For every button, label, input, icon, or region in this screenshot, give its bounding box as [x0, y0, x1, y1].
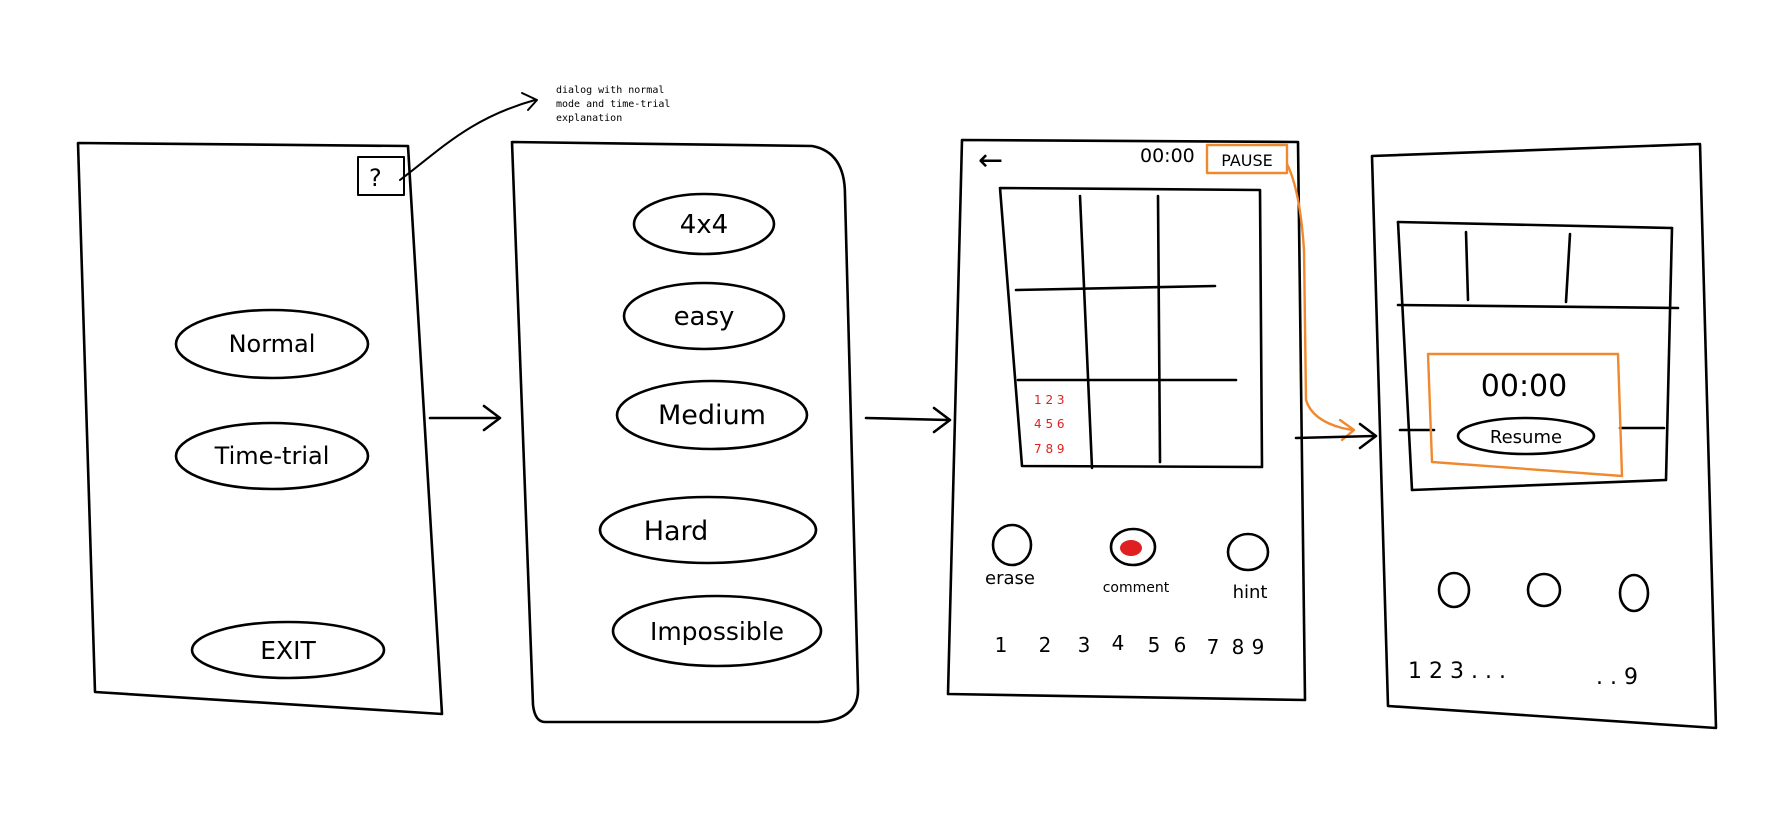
screen-mode-select: ? Normal Time-trial EXIT [76, 141, 444, 716]
hint-button[interactable]: hint [1226, 532, 1270, 603]
screen-game-board: ← 00:00 PAUSE 1 2 3 4 5 6 7 8 9 erase co… [946, 138, 1307, 702]
hard-button[interactable]: Hard [598, 495, 818, 565]
erase-label: erase [985, 568, 1035, 589]
exit-button[interactable]: EXIT [190, 620, 386, 680]
notes-row-1: 1 2 3 [1034, 393, 1065, 407]
hint-label: hint [1233, 582, 1268, 603]
explanation-note: dialog with normal mode and time-trial e… [556, 85, 670, 124]
4x4-button[interactable]: 4x4 [632, 192, 776, 256]
screen-paused: 00:00 Resume 1 2 3 . . . . . 9 [1370, 142, 1718, 730]
impossible-label: Impossible [650, 617, 784, 646]
numbers-start: 1 2 3 . . . [1408, 659, 1506, 684]
number-5[interactable]: 5 [1148, 633, 1161, 657]
note-line-3: explanation [556, 113, 622, 124]
flow-arrow-3 [1294, 422, 1378, 450]
comment-button-placeholder[interactable] [1526, 572, 1562, 608]
paused-timer: 00:00 [1481, 369, 1567, 404]
resume-button[interactable]: Resume [1456, 416, 1596, 456]
number-6[interactable]: 6 [1174, 633, 1187, 657]
comment-button[interactable]: comment [1103, 527, 1170, 596]
easy-button[interactable]: easy [622, 281, 786, 351]
numbers-end: . . 9 [1596, 665, 1638, 690]
phone-frame [76, 141, 444, 716]
number-8[interactable]: 8 [1232, 635, 1245, 659]
pause-label: PAUSE [1221, 151, 1273, 170]
screen-difficulty-select: 4x4 easy Medium Hard Impossible [510, 140, 860, 724]
normal-button[interactable]: Normal [174, 308, 370, 380]
dimmed-grid [1396, 220, 1680, 492]
tool-buttons [1437, 571, 1650, 613]
number-2[interactable]: 2 [1039, 633, 1052, 657]
sudoku-grid[interactable] [998, 186, 1264, 470]
number-pad-collapsed: 1 2 3 . . . . . 9 [1408, 659, 1638, 690]
flow-arrow-1 [428, 404, 502, 432]
pause-dialog: 00:00 Resume [1426, 352, 1624, 478]
back-button[interactable]: ← [978, 143, 1003, 178]
erase-button[interactable]: erase [985, 523, 1035, 589]
phone-frame [1370, 142, 1718, 730]
notes-row-3: 7 8 9 [1034, 442, 1065, 456]
number-9[interactable]: 9 [1252, 635, 1265, 659]
resume-label: Resume [1490, 427, 1562, 448]
timer-display: 00:00 [1140, 145, 1195, 167]
number-3[interactable]: 3 [1078, 633, 1091, 657]
time-trial-button[interactable]: Time-trial [174, 421, 370, 491]
normal-label: Normal [229, 330, 316, 358]
medium-label: Medium [658, 400, 766, 431]
pause-flow-connector [1285, 162, 1356, 442]
cell-notes: 1 2 3 4 5 6 7 8 9 [1034, 393, 1065, 456]
back-arrow-icon: ← [978, 143, 1003, 178]
4x4-label: 4x4 [680, 210, 728, 240]
hint-button-placeholder[interactable] [1618, 573, 1650, 613]
impossible-button[interactable]: Impossible [611, 594, 823, 668]
notes-row-2: 4 5 6 [1034, 417, 1065, 431]
phone-frame [946, 138, 1307, 702]
phone-frame [510, 140, 860, 724]
medium-button[interactable]: Medium [615, 379, 809, 451]
note-line-1: dialog with normal [556, 85, 664, 96]
number-pad[interactable]: 1 2 3 4 5 6 7 8 9 [995, 631, 1265, 659]
time-trial-label: Time-trial [214, 442, 330, 470]
number-7[interactable]: 7 [1207, 635, 1220, 659]
flow-arrow-2 [864, 406, 952, 434]
easy-label: easy [674, 302, 735, 332]
pause-button[interactable]: PAUSE [1205, 143, 1289, 175]
exit-label: EXIT [260, 636, 316, 665]
help-icon: ? [369, 164, 382, 192]
number-1[interactable]: 1 [995, 633, 1008, 657]
help-dialog-arrow [399, 92, 538, 181]
help-button[interactable]: ? [357, 156, 405, 196]
comment-active-dot [1120, 540, 1142, 556]
comment-label: comment [1103, 580, 1170, 596]
hard-label: Hard [644, 516, 709, 547]
note-line-2: mode and time-trial [556, 99, 670, 110]
erase-button-placeholder[interactable] [1437, 571, 1471, 609]
number-4[interactable]: 4 [1112, 631, 1125, 655]
